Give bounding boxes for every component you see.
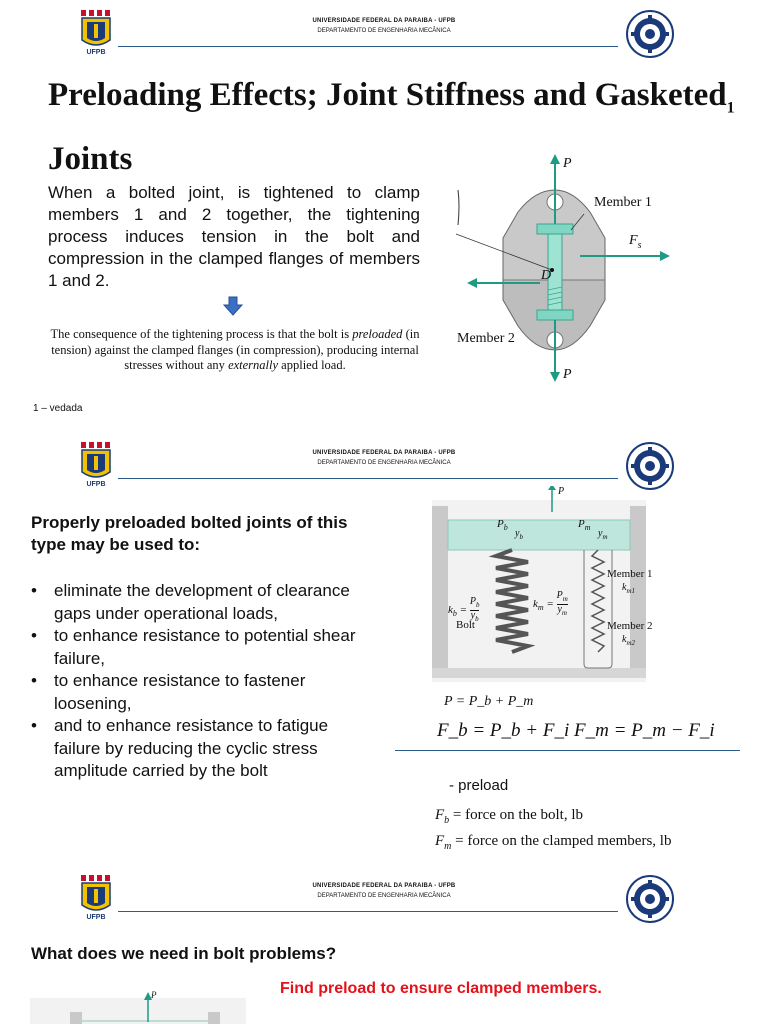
label-p-bottom: P xyxy=(563,367,572,382)
header-divider xyxy=(118,478,618,479)
label-member-2: Member 2 xyxy=(457,331,515,346)
header-divider xyxy=(118,46,618,47)
list-item: eliminate the development of clearance g… xyxy=(31,580,371,625)
intro-paragraph: When a bolted joint, is tightened to cla… xyxy=(48,183,420,290)
definition-fm: Fm = force on the clamped members, lb xyxy=(435,833,672,852)
ufpb-logo: UFPB xyxy=(81,442,111,488)
red-note: Find preload to ensure clamped members. xyxy=(280,980,602,997)
ufpb-logo: UFPB xyxy=(81,875,111,921)
svg-text:UFPB: UFPB xyxy=(86,49,105,56)
section-divider xyxy=(395,750,740,751)
university-name: UNIVERSIDADE FEDERAL DA PARAIBA - UFPB xyxy=(312,883,456,889)
list-item: to enhance resistance to potential shear… xyxy=(31,625,371,670)
university-name: UNIVERSIDADE FEDERAL DA PARAIBA - UFPB xyxy=(312,18,456,24)
lead-text: Properly preloaded bolted joints of this… xyxy=(31,513,348,554)
label-ym: ym xyxy=(598,528,608,541)
label-member-1: Member 1 xyxy=(607,568,653,580)
preload-note: - preload xyxy=(449,777,509,794)
label-km1: km1 xyxy=(622,582,636,595)
label-member-1: Member 1 xyxy=(594,195,652,210)
slide-1: UFPB UNIVERSIDADE FEDERAL DA PARAIBA - U… xyxy=(0,0,768,420)
label-p: P xyxy=(151,990,157,1000)
label-yb: yb xyxy=(515,528,523,541)
label-p-top: P xyxy=(563,156,572,171)
label-p: P xyxy=(558,486,565,497)
bolted-joint-figure xyxy=(455,154,670,382)
equation-forces: F_b = P_b + F_i F_m = P_m − F_i xyxy=(437,720,715,741)
department-name: DEPARTAMENTO DE ENGENHARIA MECÂNICA xyxy=(317,893,451,899)
title-footnote-mark: 1 xyxy=(726,99,735,117)
footnote: 1 – vedada xyxy=(33,403,83,414)
slide-2: UFPB UNIVERSIDADE FEDERAL DA PARAIBA - U… xyxy=(0,432,768,852)
spring-model-figure xyxy=(432,486,646,682)
university-name: UNIVERSIDADE FEDERAL DA PARAIBA - UFPB xyxy=(312,450,456,456)
label-d: D xyxy=(541,268,552,283)
list-item: and to enhance resistance to fatigue fai… xyxy=(31,715,371,783)
down-arrow-icon xyxy=(223,296,243,316)
slide-3: UFPB UNIVERSIDADE FEDERAL DA PARAIBA - U… xyxy=(0,865,768,1024)
ufpb-logo: UFPB xyxy=(81,10,111,56)
definitions: Fb = force on the bolt, lb Fm = force on… xyxy=(435,805,671,857)
spring-model-figure-partial xyxy=(30,992,246,1024)
department-name: DEPARTAMENTO DE ENGENHARIA MECÂNICA xyxy=(317,28,451,34)
dem-logo xyxy=(626,10,674,58)
label-pb: Pb xyxy=(497,518,508,533)
equation-p: P = P_b + P_m xyxy=(444,694,534,709)
title-text: Preloading Effects; Joint Stiffness and … xyxy=(48,77,727,113)
label-pm: Pm xyxy=(578,518,591,533)
benefits-list: eliminate the development of clearance g… xyxy=(31,580,371,783)
svg-text:UFPB: UFPB xyxy=(86,481,105,488)
label-member-2: Member 2 xyxy=(607,620,653,632)
dem-logo xyxy=(626,875,674,923)
label-fs: Fs xyxy=(629,233,642,251)
label-bolt: Bolt xyxy=(456,619,475,631)
department-name: DEPARTAMENTO DE ENGENHARIA MECÂNICA xyxy=(317,460,451,466)
label-km2: km2 xyxy=(622,634,636,647)
dem-logo xyxy=(626,442,674,490)
title-text-line2: Joints xyxy=(48,140,133,177)
svg-text:UFPB: UFPB xyxy=(86,914,105,921)
header-divider xyxy=(118,911,618,912)
question-heading: What does we need in bolt problems? xyxy=(31,944,337,963)
slide-title: Preloading Effects; Joint Stiffness and … xyxy=(48,70,748,184)
list-item: to enhance resistance to fastener loosen… xyxy=(31,670,371,715)
definition-fb: Fb = force on the bolt, lb xyxy=(435,807,584,826)
consequence-text: The consequence of the tightening proces… xyxy=(50,327,420,372)
